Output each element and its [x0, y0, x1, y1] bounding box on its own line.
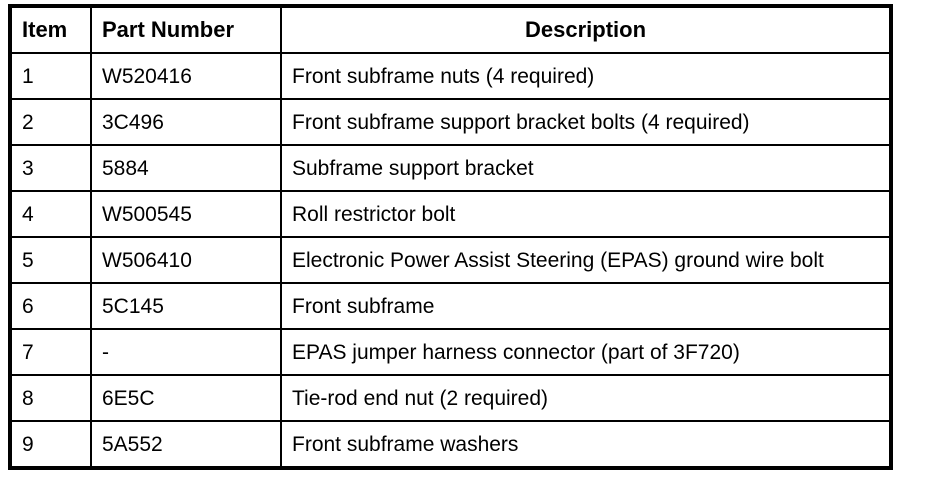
cell-description: Front subframe support bracket bolts (4 …: [280, 98, 892, 146]
header-row: Item Part Number Description: [9, 5, 892, 54]
cell-part-number: 6E5C: [90, 374, 282, 422]
cell-part-number: W506410: [90, 236, 282, 284]
header-description: Description: [280, 5, 892, 54]
cell-part-number: 3C496: [90, 98, 282, 146]
cell-part-number: 5C145: [90, 282, 282, 330]
cell-part-number: -: [90, 328, 282, 376]
cell-part-number: 5A552: [90, 420, 282, 469]
cell-description: Front subframe nuts (4 required): [280, 52, 892, 100]
cell-part-number: W500545: [90, 190, 282, 238]
table-row: 7-EPAS jumper harness connector (part of…: [9, 328, 892, 376]
cell-item: 4: [9, 190, 92, 238]
cell-item: 3: [9, 144, 92, 192]
cell-item: 7: [9, 328, 92, 376]
header-item: Item: [9, 5, 92, 54]
cell-part-number: 5884: [90, 144, 282, 192]
cell-item: 1: [9, 52, 92, 100]
cell-description: Front subframe: [280, 282, 892, 330]
cell-item: 9: [9, 420, 92, 469]
cell-item: 5: [9, 236, 92, 284]
cell-description: Electronic Power Assist Steering (EPAS) …: [280, 236, 892, 284]
cell-description: Subframe support bracket: [280, 144, 892, 192]
cell-description: Roll restrictor bolt: [280, 190, 892, 238]
cell-description: Tie-rod end nut (2 required): [280, 374, 892, 422]
table-header: Item Part Number Description: [9, 5, 892, 54]
cell-item: 2: [9, 98, 92, 146]
cell-description: EPAS jumper harness connector (part of 3…: [280, 328, 892, 376]
cell-description: Front subframe washers: [280, 420, 892, 469]
cell-item: 8: [9, 374, 92, 422]
cell-item: 6: [9, 282, 92, 330]
cell-part-number: W520416: [90, 52, 282, 100]
header-part-number: Part Number: [90, 5, 282, 54]
